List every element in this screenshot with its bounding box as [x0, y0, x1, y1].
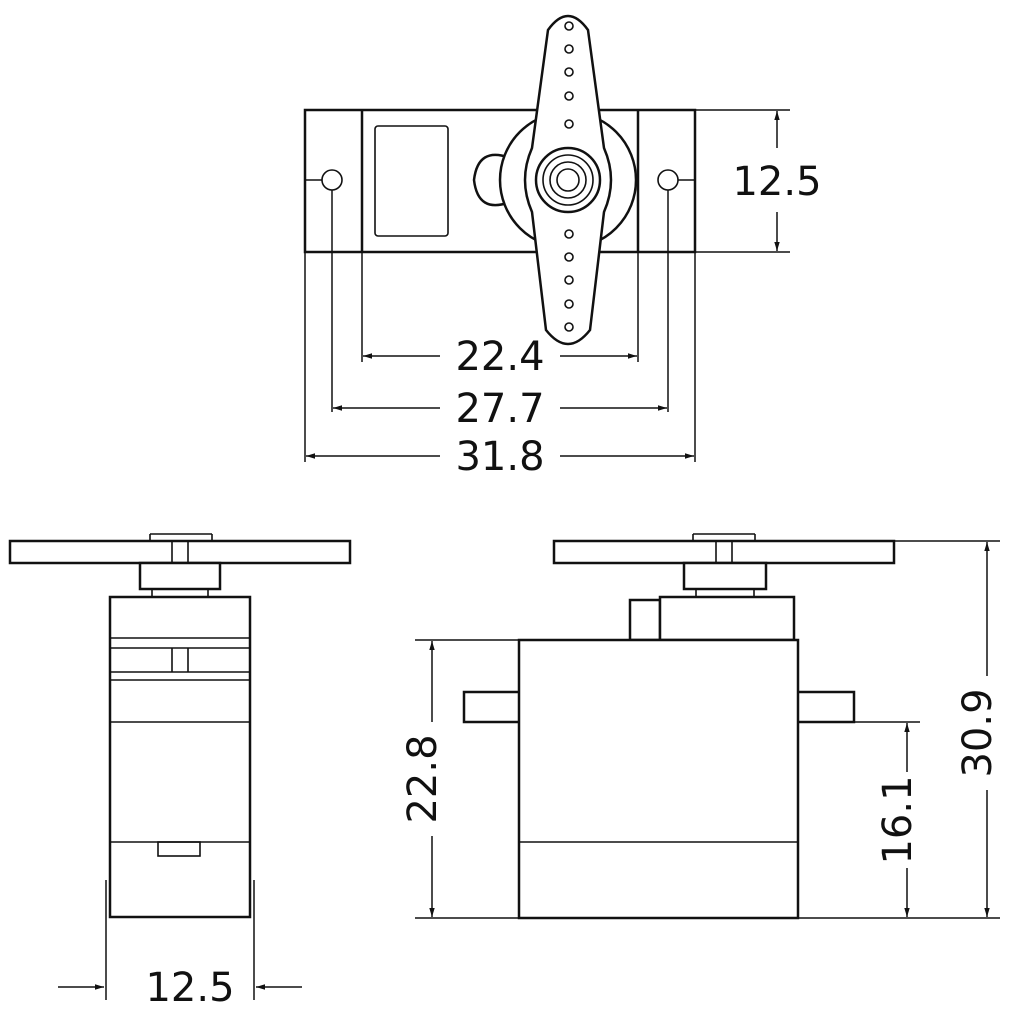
dimension-overall-height: 30.9 — [955, 542, 1001, 917]
front-body — [517, 638, 800, 920]
output-spline — [534, 146, 602, 214]
horn-holes — [564, 21, 574, 332]
gear-cover — [658, 595, 796, 642]
dimension-side-width: 12.5 — [58, 965, 302, 1011]
hole-inner-label: 22.4 — [455, 334, 544, 380]
dimension-tab-height: 16.1 — [875, 723, 921, 917]
dimension-body-height: 22.8 — [400, 641, 446, 917]
tab-height-label: 16.1 — [875, 775, 921, 864]
servo-horn — [523, 14, 613, 346]
side-horn — [8, 539, 352, 565]
overall-height-label: 30.9 — [955, 688, 1001, 777]
dimension-top-height: 12.5 — [732, 111, 822, 251]
side-spline-hub — [138, 561, 222, 591]
label-window — [374, 125, 449, 237]
mounting-flange-outline — [303, 108, 697, 254]
front-view: 22.8 16.1 30.9 — [400, 533, 1001, 920]
top-view: 12.5 22.4 27.7 31.8 — [303, 14, 822, 480]
hole-spacing-label: 27.7 — [455, 386, 544, 432]
right-mounting-hole — [657, 169, 695, 191]
side-body — [108, 595, 252, 919]
dimension-overall-width: 31.8 — [306, 434, 694, 480]
gear-boss — [628, 598, 662, 642]
dimension-hole-spacing: 27.7 — [333, 386, 667, 432]
dimension-hole-inner: 22.4 — [363, 334, 637, 380]
overall-width-label: 31.8 — [455, 434, 544, 480]
side-view: 12.5 — [8, 533, 352, 1011]
top-height-label: 12.5 — [732, 159, 821, 205]
body-height-label: 22.8 — [400, 734, 446, 823]
side-width-label: 12.5 — [145, 965, 234, 1011]
front-spline-hub — [682, 561, 768, 591]
left-mounting-hole — [305, 169, 343, 191]
front-horn — [552, 539, 896, 565]
